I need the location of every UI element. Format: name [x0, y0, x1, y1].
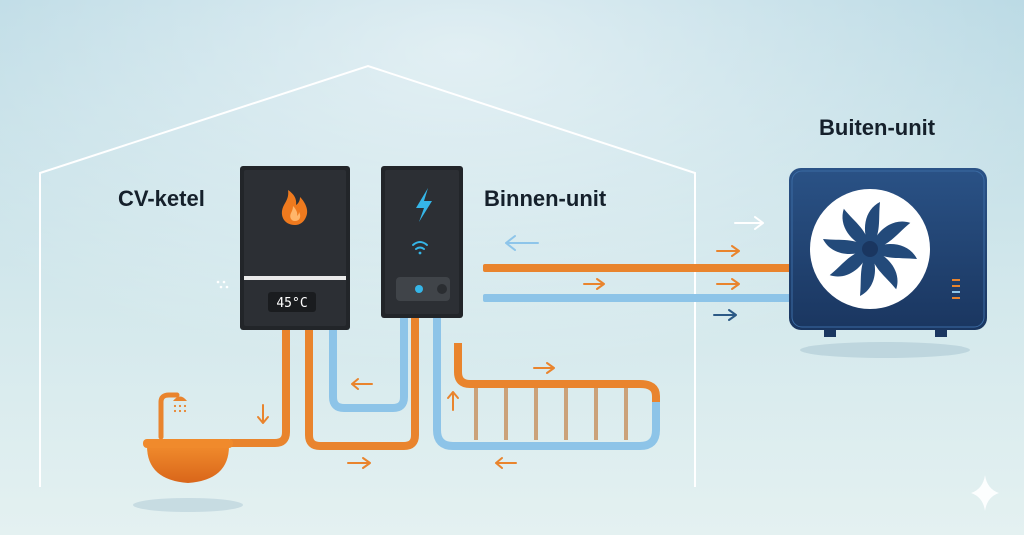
cold-pipe-loop	[329, 318, 408, 412]
flame-icon	[281, 190, 308, 225]
arrow-right-hot-2-icon	[583, 278, 605, 290]
shower-head-icon	[158, 392, 187, 440]
indoor-unit-label: Binnen-unit	[484, 186, 607, 211]
arrow-left-loop-icon	[351, 378, 373, 390]
outdoor-unit-label: Buiten-unit	[819, 115, 936, 140]
outdoor-status-leds	[952, 279, 960, 299]
arrow-right-hot-1-icon	[716, 245, 740, 257]
arrow-left-indoor-icon	[505, 235, 539, 251]
boiler-label: CV-ketel	[118, 186, 205, 211]
arrow-up-radiator-icon	[447, 391, 459, 411]
sink	[143, 392, 233, 483]
boiler: 45°C	[240, 166, 350, 330]
fan-icon	[823, 202, 917, 296]
hot-pipe-radiator	[454, 343, 660, 402]
outdoor-unit-shadow	[800, 342, 970, 358]
arrow-right-bottom-icon	[347, 457, 371, 469]
outdoor-unit	[789, 168, 987, 337]
sparkle-icon	[971, 475, 999, 511]
boiler-display: 45°C	[276, 296, 307, 311]
arrow-right-outdoor-icon	[734, 216, 764, 230]
status-led	[415, 285, 423, 293]
sink-shadow	[133, 498, 243, 512]
arrow-down-sink-icon	[257, 404, 269, 424]
hot-pipe-outdoor	[483, 264, 791, 272]
indoor-unit	[381, 166, 463, 318]
cold-pipe-radiator	[433, 318, 660, 450]
boiler-indicator-dots	[216, 280, 229, 289]
arrow-right-radiator-icon	[533, 362, 555, 374]
hot-pipe-sink	[230, 330, 290, 447]
wifi-icon	[412, 241, 428, 255]
arrow-left-bottom-icon	[495, 457, 517, 469]
hot-pipe-loop	[305, 318, 419, 450]
arrow-right-cold-icon	[713, 309, 737, 321]
arrow-right-hot-3-icon	[716, 278, 740, 290]
control-knob	[437, 284, 447, 294]
radiator	[474, 388, 628, 440]
lightning-bolt-icon	[416, 188, 432, 222]
sink-icon	[147, 446, 229, 483]
cold-pipe-outdoor	[483, 294, 791, 302]
house-outline	[39, 64, 696, 487]
